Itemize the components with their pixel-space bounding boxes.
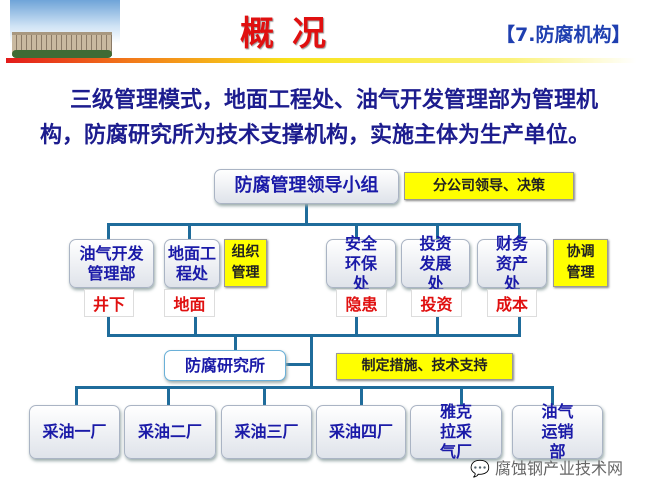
intro-line-2: 构，防腐研究所为技术支撑机构，实施主体为生产单位。: [40, 123, 591, 148]
connector: [360, 386, 363, 405]
connector: [107, 316, 110, 336]
trees-image: [12, 50, 112, 58]
section-tag: 【7.防腐机构】: [496, 24, 631, 46]
org-box-department: 油气开发管理部: [69, 239, 154, 288]
slide-title: 概况: [240, 14, 344, 54]
connector: [286, 363, 311, 366]
org-box-unit: 油气运销部: [512, 402, 603, 461]
connector: [460, 386, 463, 405]
watermark: 💬 腐蚀钢产业技术网: [470, 455, 623, 479]
connector: [107, 334, 521, 337]
connector: [75, 386, 554, 389]
wechat-icon: 💬: [470, 459, 490, 478]
org-box-department: 财务资产处: [477, 234, 547, 293]
connector: [194, 316, 197, 336]
org-box-leadership-group: 防腐管理领导小组: [214, 169, 399, 204]
connector: [355, 316, 358, 336]
department-focus-label: 地面: [164, 289, 215, 317]
org-box-department: 安全环保处: [326, 234, 396, 293]
org-box-unit: 采油三厂: [221, 405, 312, 459]
department-focus-label: 成本: [487, 289, 537, 317]
connector: [107, 223, 110, 239]
connector: [263, 386, 266, 405]
note-leadership: 分公司领导、决策: [404, 172, 574, 200]
connector: [518, 316, 521, 336]
connector: [355, 223, 358, 239]
note-organize: 组织管理: [224, 239, 267, 287]
connector: [234, 334, 237, 350]
intro-line-1: 三级管理模式，地面工程处、油气开发管理部为管理机: [70, 88, 599, 113]
watermark-text: 腐蚀钢产业技术网: [495, 459, 624, 478]
connector: [436, 223, 439, 239]
org-box-unit: 采油四厂: [316, 405, 406, 459]
note-research: 制定措施、技术支持: [336, 353, 513, 380]
connector: [518, 223, 521, 239]
org-box-research-institute: 防腐研究所: [164, 350, 286, 381]
department-focus-label: 投资: [411, 289, 462, 317]
org-box-unit: 采油二厂: [124, 405, 216, 459]
department-focus-label: 井下: [84, 289, 134, 317]
org-box-unit: 采油一厂: [29, 405, 120, 459]
connector: [305, 204, 308, 225]
org-box-department: 地面工程处: [164, 239, 220, 288]
department-focus-label: 隐患: [336, 289, 387, 317]
header-gradient-bar: [6, 58, 636, 63]
org-box-department: 投资发展处: [401, 234, 470, 293]
connector: [75, 386, 78, 405]
connector: [436, 316, 439, 336]
connector: [167, 386, 170, 405]
org-box-unit: 雅克拉采气厂: [410, 402, 502, 461]
connector: [310, 334, 313, 388]
note-coordinate: 协调管理: [553, 239, 608, 287]
connector: [107, 223, 521, 226]
connector: [188, 223, 191, 239]
connector: [551, 386, 554, 405]
